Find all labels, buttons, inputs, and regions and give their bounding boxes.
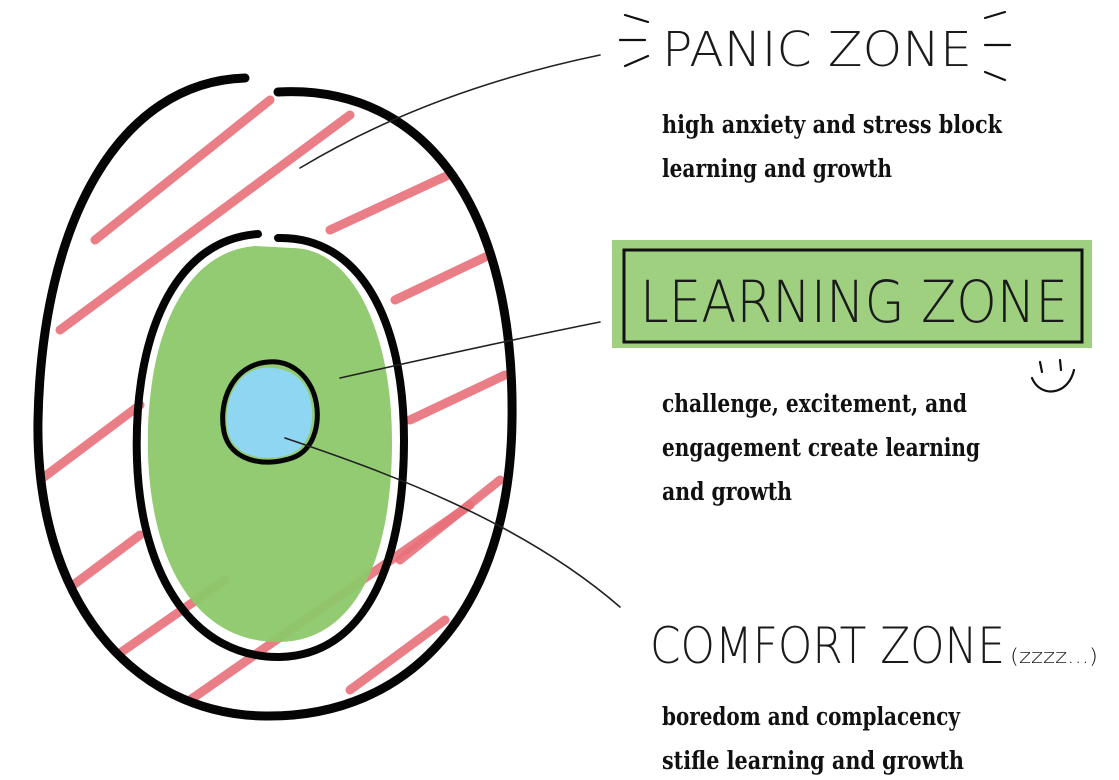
panic-zone-ring [33, 73, 517, 721]
learning-zone-description-line-1: challenge, excitement, and [662, 389, 967, 418]
panic-spark-icon [618, 10, 1012, 82]
learning-zone-leader [339, 321, 601, 379]
panic-zone-hatching [35, 95, 510, 705]
learning-zone-description-line-3: and growth [662, 477, 792, 506]
comfort-zone-description-line-1: boredom and complacency [662, 702, 961, 731]
comfort-zone-title: COMFORT ZONE [650, 617, 1005, 675]
panic-zone-description-line-2: learning and growth [662, 154, 892, 183]
panic-zone-leader [299, 54, 601, 169]
learning-zone-box [622, 248, 1084, 344]
comfort-zone-aside: (zzzz...) [1010, 644, 1098, 668]
panic-zone-description-line-1: high anxiety and stress block [662, 110, 1003, 139]
comfort-zone-fill [226, 367, 313, 458]
comfort-zone-leader [284, 437, 621, 608]
learning-zone-ring [132, 230, 408, 662]
learning-zone-description-line-2: engagement create learning [662, 433, 980, 462]
learning-zone-highlight [612, 240, 1092, 348]
smiley-face-icon [1030, 358, 1076, 393]
learning-zone-title: LEARNING ZONE [640, 268, 1068, 336]
comfort-zone-ring [220, 359, 320, 465]
comfort-zone-description-line-2: stifle learning and growth [662, 746, 964, 775]
panic-zone-title: PANIC ZONE [662, 22, 972, 78]
